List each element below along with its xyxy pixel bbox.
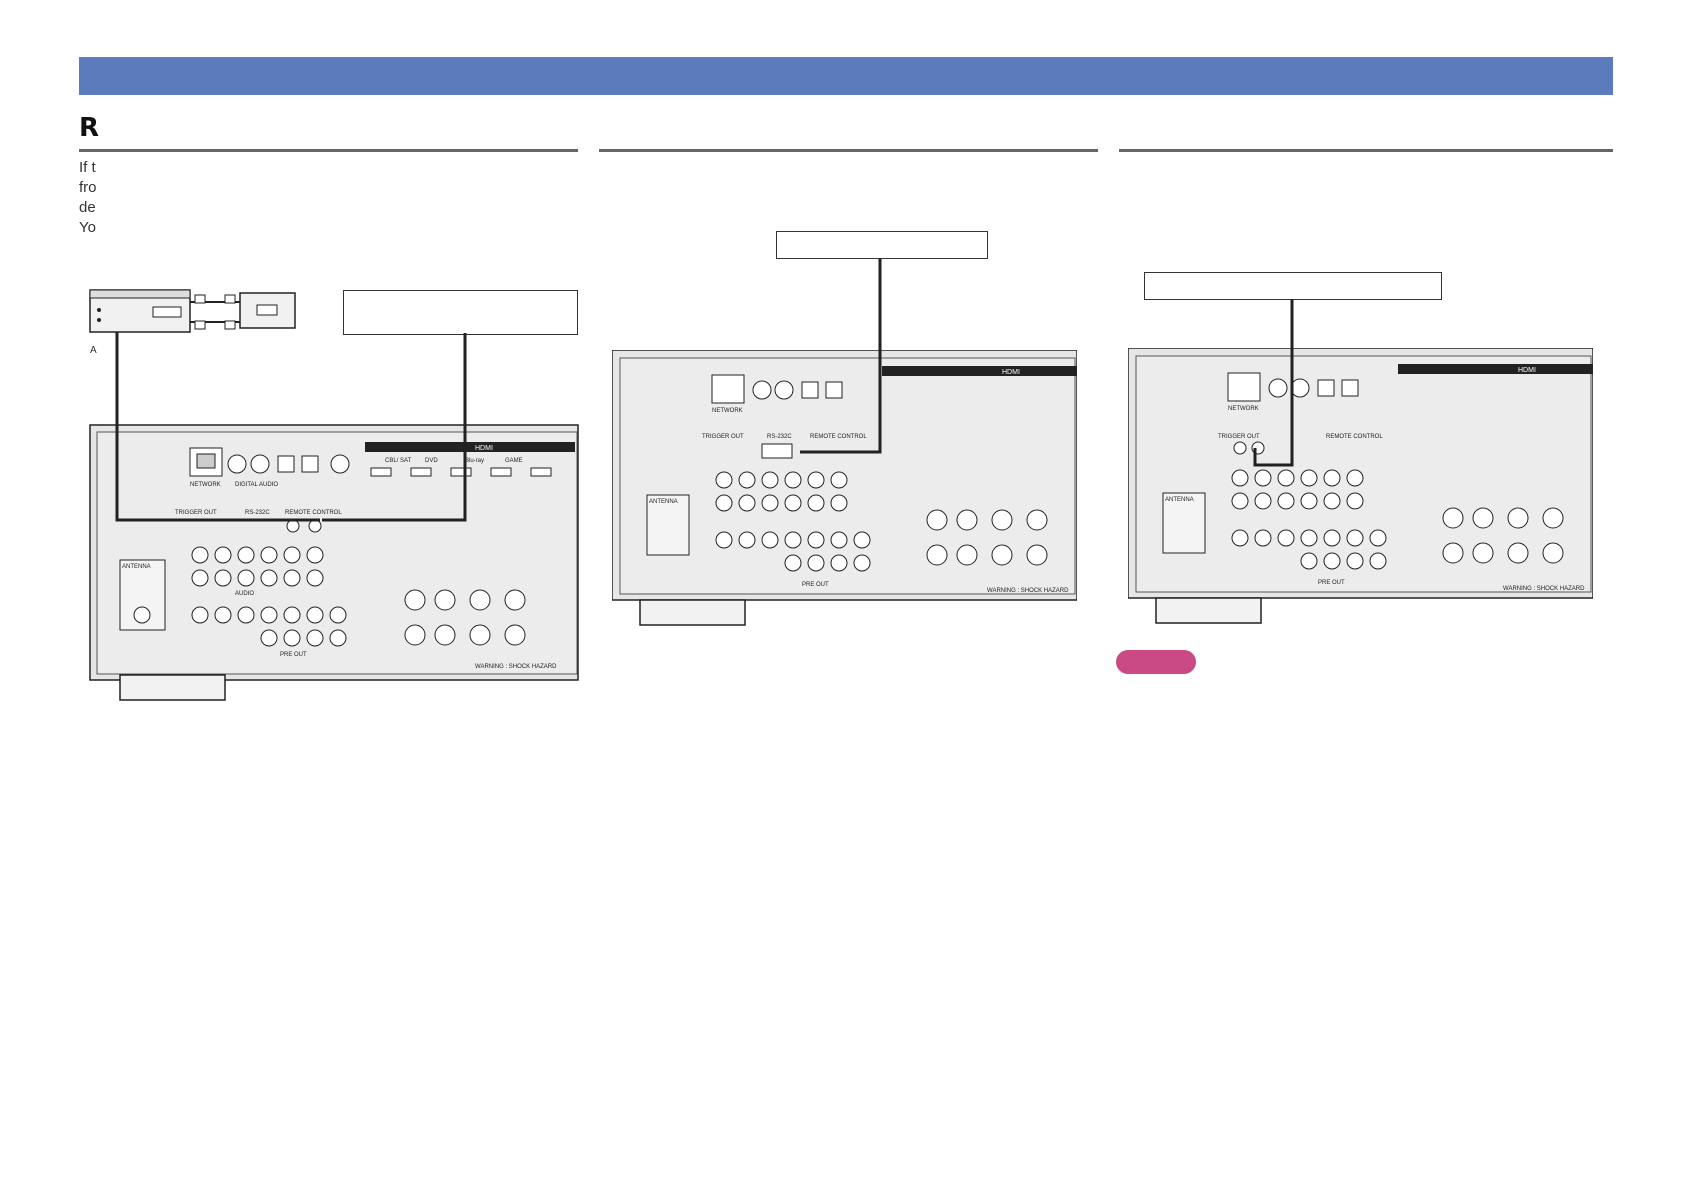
- receiver-rear-panel-left: NETWORK DIGITAL AUDIO HDMI CBL/ SAT DVD …: [89, 424, 579, 701]
- column-rule-left: [79, 149, 578, 152]
- pre-out-label: PRE OUT: [1318, 580, 1345, 586]
- pre-out-label: PRE OUT: [280, 652, 307, 658]
- trigger-out-label: TRIGGER OUT: [702, 434, 744, 440]
- hdmi-label: HDMI: [475, 445, 493, 452]
- connection-wire-middle: [800, 258, 882, 454]
- audio-in-label: AUDIO: [235, 591, 254, 597]
- network-label: NETWORK: [712, 408, 743, 414]
- trigger-out-label: TRIGGER OUT: [1218, 434, 1260, 440]
- hdmi-input-label: GAME: [505, 458, 523, 464]
- remote-control-label: REMOTE CONTROL: [1326, 434, 1383, 440]
- paragraph-line: Yo: [79, 219, 96, 236]
- paragraph-line: de: [79, 199, 96, 216]
- figure-label-a: A: [90, 345, 97, 356]
- callout-box-middle: [776, 231, 988, 259]
- hdmi-input-label: CBL/ SAT: [385, 458, 412, 464]
- hdmi-input-label: DVD: [425, 458, 438, 464]
- remote-control-label: REMOTE CONTROL: [285, 510, 342, 516]
- rs232c-label: RS-232C: [245, 510, 270, 516]
- external-devices-illustration: [89, 289, 296, 333]
- antenna-label: ANTENNA: [122, 564, 151, 570]
- hdmi-input-label: Blu-ray: [465, 458, 484, 464]
- column-rule-right: [1119, 149, 1613, 152]
- callout-box-left: [343, 290, 578, 335]
- paragraph-line: If t: [79, 159, 96, 176]
- receiver-rear-panel-middle: NETWORK HDMI TRIGGER OUT RS-232C REMOTE …: [612, 350, 1077, 626]
- warning-label: WARNING : SHOCK HAZARD: [1503, 586, 1585, 592]
- connection-wires-left: [115, 332, 467, 522]
- section-heading: R: [79, 113, 100, 143]
- warning-label: WARNING : SHOCK HAZARD: [987, 588, 1069, 594]
- remote-control-label: REMOTE CONTROL: [810, 434, 867, 440]
- connection-wire-right: [1253, 299, 1294, 467]
- intro-paragraph: If t fro de Yo: [79, 158, 97, 238]
- paragraph-line: fro: [79, 179, 97, 196]
- network-label: NETWORK: [1228, 406, 1259, 412]
- receiver-rear-panel-right: NETWORK HDMI TRIGGER OUT REMOTE CONTROL …: [1128, 348, 1593, 624]
- pre-out-label: PRE OUT: [802, 582, 829, 588]
- trigger-out-label: TRIGGER OUT: [175, 510, 217, 516]
- digital-audio-label: DIGITAL AUDIO: [235, 482, 278, 488]
- antenna-label: ANTENNA: [649, 499, 678, 505]
- hdmi-label: HDMI: [1002, 369, 1020, 376]
- network-label: NETWORK: [190, 482, 221, 488]
- rs232c-label: RS-232C: [767, 434, 792, 440]
- warning-label: WARNING : SHOCK HAZARD: [475, 664, 557, 670]
- note-badge: [1116, 650, 1196, 674]
- antenna-label: ANTENNA: [1165, 497, 1194, 503]
- section-header-banner: [79, 57, 1613, 95]
- column-rule-middle: [599, 149, 1098, 152]
- hdmi-label: HDMI: [1518, 367, 1536, 374]
